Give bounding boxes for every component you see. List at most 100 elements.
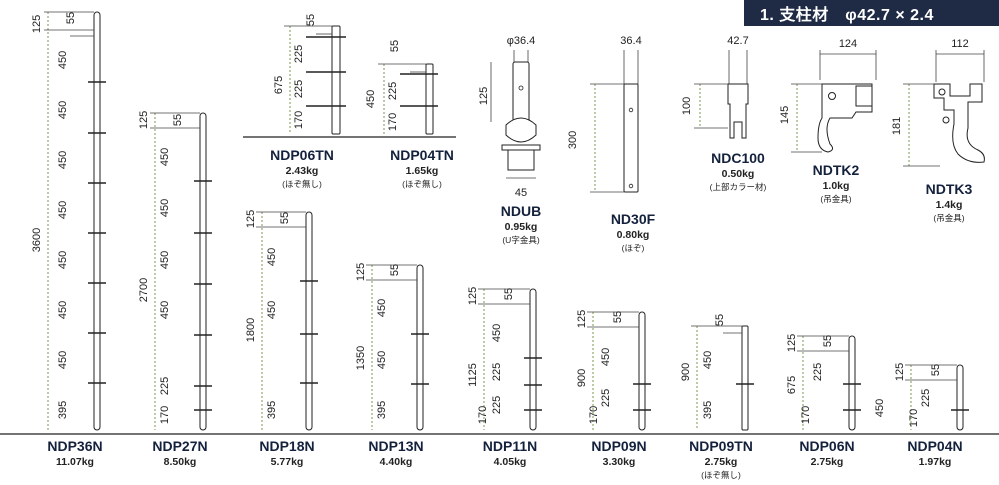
dim-55: 55 — [503, 288, 515, 300]
dim-55: 55 — [279, 212, 291, 224]
dim-225: 225 — [159, 377, 171, 395]
part-weight: 0.80kg — [617, 229, 650, 241]
dim-55: 55 — [612, 311, 624, 323]
dim-225: 225 — [600, 389, 612, 407]
dim-225: 225 — [491, 396, 503, 414]
part-name: ND30F — [611, 211, 656, 227]
u-bracket-body — [512, 61, 530, 123]
dim-450: 450 — [600, 348, 612, 366]
dim-55: 55 — [930, 364, 942, 376]
dim-450: 450 — [57, 51, 69, 69]
part-note: (吊金具) — [820, 194, 851, 204]
dim-total: 1125 — [467, 363, 479, 387]
dim-55: 55 — [389, 40, 401, 52]
part-ndtk2: 124 145 NDTK2 1.0kg (吊金具) — [779, 38, 877, 204]
dim-55: 55 — [714, 314, 726, 326]
part-weight: 5.77kg — [271, 456, 304, 468]
dim-450: 450 — [159, 148, 171, 166]
part-name: NDP04N — [907, 438, 962, 454]
tenon-body — [623, 83, 639, 193]
dim-170: 170 — [477, 406, 489, 424]
part-note: (上部カラー材) — [710, 182, 767, 192]
pole-ndp09tn: 55 450 395 900 NDP09TN 2.75kg (ほぞ無し) — [680, 314, 754, 480]
dim-125: 125 — [138, 111, 150, 129]
part-name: NDTK2 — [813, 162, 860, 178]
pole-ndp36n: 125 55 450 450 450 450 450 450 450 395 3… — [31, 11, 106, 468]
part-name: NDP09TN — [689, 438, 753, 454]
dim-170: 170 — [293, 111, 305, 129]
dim-125: 125 — [467, 287, 479, 305]
dim-total: 3600 — [31, 228, 43, 252]
part-weight: 4.40kg — [380, 456, 413, 468]
dim-450: 450 — [266, 301, 278, 319]
dim-55: 55 — [305, 14, 317, 26]
dim-300: 300 — [567, 131, 579, 149]
part-weight: 2.75kg — [705, 456, 738, 468]
dim-450: 450 — [376, 299, 388, 317]
dim-225: 225 — [387, 82, 399, 100]
part-name: NDP09N — [591, 438, 646, 454]
dim-395: 395 — [266, 401, 278, 419]
pole-ndp27n: 125 55 450 450 450 450 170 225 2700 NDP2… — [138, 111, 212, 468]
dim-total: 900 — [680, 363, 692, 381]
dim-225: 225 — [293, 45, 305, 63]
dim-125: 125 — [31, 15, 43, 33]
dim-225: 225 — [491, 363, 503, 381]
dim-225: 225 — [293, 80, 305, 98]
part-name: NDTK3 — [926, 181, 973, 197]
dim-170: 170 — [800, 406, 812, 424]
part-weight: 0.95kg — [505, 221, 538, 233]
dim-450: 450 — [57, 201, 69, 219]
dim-450: 450 — [702, 351, 714, 369]
dim-450: 450 — [376, 351, 388, 369]
part-weight: 2.75kg — [811, 456, 844, 468]
dim-total: 2700 — [138, 278, 150, 302]
dim-125: 125 — [355, 263, 367, 281]
part-name: NDP27N — [152, 438, 207, 454]
part-weight: 1.0kg — [823, 180, 850, 192]
part-note: (U字金具) — [502, 235, 539, 245]
part-ndtk3: 112 181 NDTK3 1.4kg (吊金具) — [891, 38, 985, 223]
dim-450: 450 — [57, 101, 69, 119]
dim-125: 125 — [576, 310, 588, 328]
dim-total: 1350 — [355, 346, 367, 370]
part-ndub: φ36.4 125 45 NDUB 0.95kg (U字金具) — [478, 35, 541, 245]
dim-450: 450 — [57, 351, 69, 369]
part-name: NDP11N — [483, 438, 537, 454]
dim-450: 450 — [57, 151, 69, 169]
dim-55: 55 — [822, 335, 834, 347]
u-bracket-clamp — [505, 117, 537, 143]
dim-total: 1800 — [245, 318, 257, 342]
pole-ndp04n: 125 55 170 225 450 NDP04N 1.97kg — [874, 363, 969, 468]
dim-total: 900 — [576, 369, 588, 387]
part-note: (ほぞ無し) — [701, 470, 741, 480]
part-name: NDP36N — [47, 438, 102, 454]
part-name: NDP13N — [368, 438, 423, 454]
pole-ndp11n: 125 55 450 170 225 225 1125 NDP11N 4.05k… — [467, 287, 542, 468]
part-name: NDP06N — [799, 438, 854, 454]
dim-450: 450 — [491, 324, 503, 342]
dim-450: 450 — [266, 248, 278, 266]
dim-width: 42.7 — [727, 35, 748, 47]
dim-225: 225 — [920, 389, 932, 407]
part-nd30f: 36.4 300 ND30F 0.80kg (ほぞ) — [567, 35, 656, 253]
dim-55: 55 — [172, 114, 184, 126]
part-weight: 11.07kg — [56, 456, 94, 468]
part-weight: 4.05kg — [494, 456, 527, 468]
part-weight: 1.97kg — [919, 456, 952, 468]
part-weight: 1.4kg — [936, 199, 963, 211]
dim-width: 124 — [839, 38, 857, 50]
part-note: (ほぞ無し) — [402, 179, 442, 189]
dim-55: 55 — [389, 264, 401, 276]
dim-100: 100 — [681, 97, 693, 115]
part-note: (吊金具) — [933, 213, 964, 223]
dim-450: 450 — [57, 251, 69, 269]
dim-width: 36.4 — [620, 35, 641, 47]
part-name: NDP04TN — [390, 147, 454, 163]
part-weight: 3.30kg — [603, 456, 636, 468]
dim-55: 55 — [65, 12, 77, 24]
pole-ndp09n: 125 55 450 170 225 900 NDP09N 3.30kg — [576, 310, 651, 468]
dim-125: 125 — [245, 210, 257, 228]
pole-ndp13n: 125 55 450 450 395 1350 NDP13N 4.40kg — [355, 263, 429, 468]
